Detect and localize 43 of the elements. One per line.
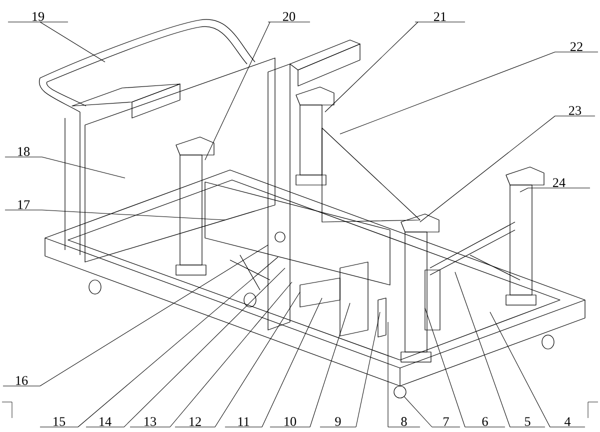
leader-line	[130, 282, 292, 428]
leader-line	[340, 52, 598, 134]
callout-number: 4	[564, 417, 571, 426]
leader-line	[424, 308, 506, 428]
wheel	[394, 386, 406, 398]
leader-line	[8, 22, 106, 62]
callout-number: 15	[54, 417, 66, 426]
callout-number: 12	[190, 417, 201, 426]
callout-number: 17	[18, 200, 30, 209]
leader-line	[4, 210, 226, 220]
leader-line	[388, 322, 420, 428]
leader-line	[490, 312, 586, 428]
callout-number: 14	[100, 417, 112, 426]
callout-number: 20	[283, 12, 296, 21]
callout-number: 23	[569, 106, 582, 115]
callout-number: 11	[238, 417, 250, 426]
callout-number: 7	[444, 417, 449, 426]
callout-number: 8	[401, 417, 407, 426]
leader-line	[270, 302, 350, 428]
leader-line	[2, 244, 268, 386]
leader-line	[404, 396, 460, 428]
leader-line	[520, 188, 590, 192]
callout-number: 6	[482, 417, 488, 426]
leader-line	[324, 22, 466, 112]
callout-number: 13	[144, 417, 156, 426]
leader-line	[40, 256, 278, 428]
callout-number: 16	[16, 376, 28, 385]
callout-number: 9	[335, 417, 341, 426]
leader-line	[224, 298, 322, 428]
callout-number: 21	[434, 12, 446, 21]
callout-number: 22	[570, 42, 582, 51]
leader-line	[174, 292, 300, 428]
callout-number: 19	[32, 12, 44, 21]
leader-line	[320, 312, 380, 428]
leader-line	[204, 22, 310, 160]
callout-number: 10	[284, 417, 296, 426]
leader-line	[454, 272, 546, 428]
callout-number: 24	[553, 178, 566, 187]
callout-number: 5	[524, 417, 530, 426]
leader-line	[86, 268, 286, 428]
leader-line	[420, 116, 596, 222]
callout-number: 18	[18, 147, 30, 156]
leader-line	[4, 156, 126, 178]
